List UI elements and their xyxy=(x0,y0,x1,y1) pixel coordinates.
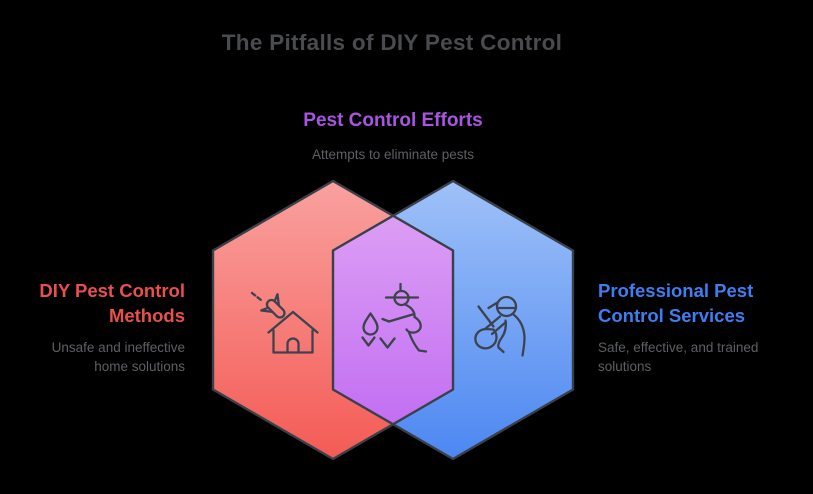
sowing-person-icon xyxy=(361,282,428,353)
house-door xyxy=(286,337,300,354)
professional-heading: Professional Pest Control Services xyxy=(598,280,754,326)
overlap-heading: Pest Control Efforts xyxy=(303,110,483,131)
seed-chevron xyxy=(361,336,376,347)
overlap-subtitle: Attempts to eliminate pests xyxy=(311,147,475,162)
professional-hexagon-outline xyxy=(331,179,575,461)
house-roof xyxy=(267,310,319,334)
motion-dash xyxy=(250,291,263,302)
diy-subtitle: Unsafe and ineffective home solutions xyxy=(51,340,185,374)
bomb-house-icon xyxy=(250,291,319,354)
spray-wand xyxy=(477,305,495,328)
professional-subtitle: Safe, effective, and trained solutions xyxy=(598,340,759,374)
diy-hexagon-outline xyxy=(211,179,455,461)
sprayer-hand xyxy=(474,327,498,350)
exterminator-icon xyxy=(474,295,526,357)
droplet-glyph xyxy=(362,312,379,336)
seed-chevron xyxy=(379,337,396,349)
diy-heading: DIY Pest Control Methods xyxy=(39,280,185,326)
house-walls xyxy=(272,329,314,354)
page-title: The Pitfalls of DIY Pest Control xyxy=(221,30,563,55)
